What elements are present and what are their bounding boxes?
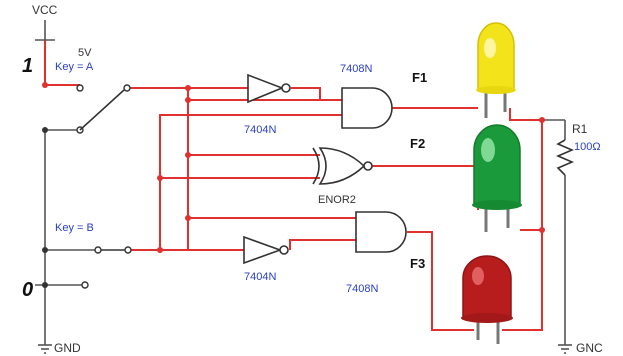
- switch-a[interactable]: [76, 84, 131, 134]
- voltage-label: 5V: [78, 47, 92, 59]
- logic-one-label: 1: [22, 55, 33, 77]
- active-wires: [44, 40, 543, 331]
- r1-name-label: R1: [572, 122, 588, 136]
- resistor-r1: [555, 139, 575, 176]
- key-b-label: Key = B: [55, 222, 94, 234]
- and-gate-bottom: [355, 211, 407, 253]
- junction-dots: [42, 82, 545, 253]
- ground-contact: [81, 281, 89, 289]
- and-bottom-part-label: 7408N: [346, 283, 378, 295]
- xnor-part-label: ENOR2: [318, 194, 356, 206]
- f1-label: F1: [412, 70, 427, 85]
- xnor-gate: [312, 147, 373, 185]
- f3-label: F3: [410, 256, 425, 271]
- led-red-f3: [461, 255, 513, 344]
- gnd-left-label: GND: [54, 341, 81, 355]
- logic-zero-label: 0: [22, 279, 33, 301]
- r1-value-label: 100Ω: [574, 141, 601, 153]
- ground-symbol-right: [558, 344, 572, 354]
- and-top-part-label: 7408N: [340, 63, 372, 75]
- f2-label: F2: [410, 136, 425, 151]
- key-a-label: Key = A: [55, 61, 94, 73]
- switch-b[interactable]: [94, 246, 132, 254]
- not-top-part-label: 7404N: [244, 124, 276, 136]
- not-gate-bottom: [243, 235, 289, 265]
- passive-wires: [35, 20, 566, 345]
- and-gate-top: [341, 87, 393, 129]
- ground-symbol-left: [38, 344, 52, 354]
- led-yellow-f1: [476, 22, 516, 118]
- junction-dots-black: [42, 127, 48, 288]
- gnd-right-label: GNC: [576, 341, 603, 355]
- not-gate-top: [247, 73, 321, 104]
- led-green-f2: [472, 124, 522, 232]
- text-labels: VCC 1 5V Key = A Key = B 0 GND GNC 7404N…: [22, 3, 603, 355]
- not-bottom-part-label: 7404N: [244, 271, 276, 283]
- vcc-label: VCC: [32, 3, 58, 17]
